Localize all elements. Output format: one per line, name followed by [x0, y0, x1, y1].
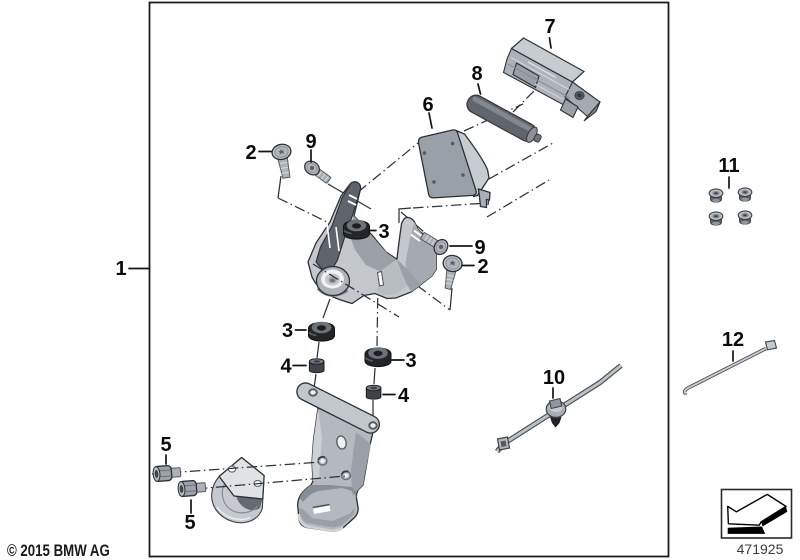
svg-text:3: 3: [405, 350, 416, 372]
svg-text:3: 3: [378, 221, 389, 243]
svg-text:12: 12: [722, 329, 744, 351]
svg-text:10: 10: [543, 367, 565, 389]
svg-text:4: 4: [280, 356, 292, 378]
svg-text:471925: 471925: [737, 541, 784, 557]
svg-text:© 2015 BMW AG: © 2015 BMW AG: [7, 542, 110, 560]
svg-text:9: 9: [305, 131, 316, 153]
svg-text:2: 2: [245, 142, 256, 164]
svg-text:9: 9: [474, 237, 485, 259]
svg-text:5: 5: [184, 512, 195, 534]
svg-text:5: 5: [160, 434, 171, 456]
svg-text:7: 7: [544, 16, 555, 38]
svg-text:4: 4: [398, 385, 410, 407]
svg-text:2: 2: [477, 256, 488, 278]
svg-text:1: 1: [115, 258, 126, 280]
svg-text:3: 3: [282, 320, 293, 342]
svg-text:11: 11: [718, 155, 739, 177]
svg-text:6: 6: [422, 94, 433, 116]
svg-text:8: 8: [471, 63, 482, 85]
